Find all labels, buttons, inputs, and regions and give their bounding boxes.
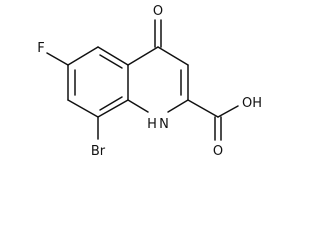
bond-c5-c4a-inner — [99, 54, 123, 69]
atom-bromine: Br — [91, 144, 106, 159]
structure-canvas: O F Br H N OH O — [37, 4, 262, 159]
bond-c8a-c8 — [97, 99, 129, 118]
bond-c6-c5 — [67, 46, 99, 66]
bond-c4a-c4 — [127, 46, 159, 66]
atom-carbonyl-oxygen: O — [213, 144, 223, 159]
atom-fluorine: F — [37, 41, 44, 56]
bond-c8a-c8-inner — [99, 96, 123, 111]
atom-oxo-oxygen: O — [153, 4, 163, 19]
bond-c4-c3 — [157, 46, 189, 66]
molecule-structure: O F Br H N OH O — [37, 4, 262, 159]
bond-c2-ccooh — [187, 99, 219, 118]
atom-nitrogen: N — [159, 117, 169, 132]
bond-n1-c8a — [127, 99, 149, 113]
bond-c2-n1 — [167, 99, 189, 113]
atom-nh-hydrogen: H — [147, 117, 157, 132]
bond-c6-f — [46, 52, 69, 66]
atom-hydroxyl: OH — [242, 96, 262, 111]
bond-c8-c7 — [67, 99, 99, 118]
bond-c5-c4a — [97, 46, 129, 66]
bond-ccooh-oh — [217, 105, 239, 118]
